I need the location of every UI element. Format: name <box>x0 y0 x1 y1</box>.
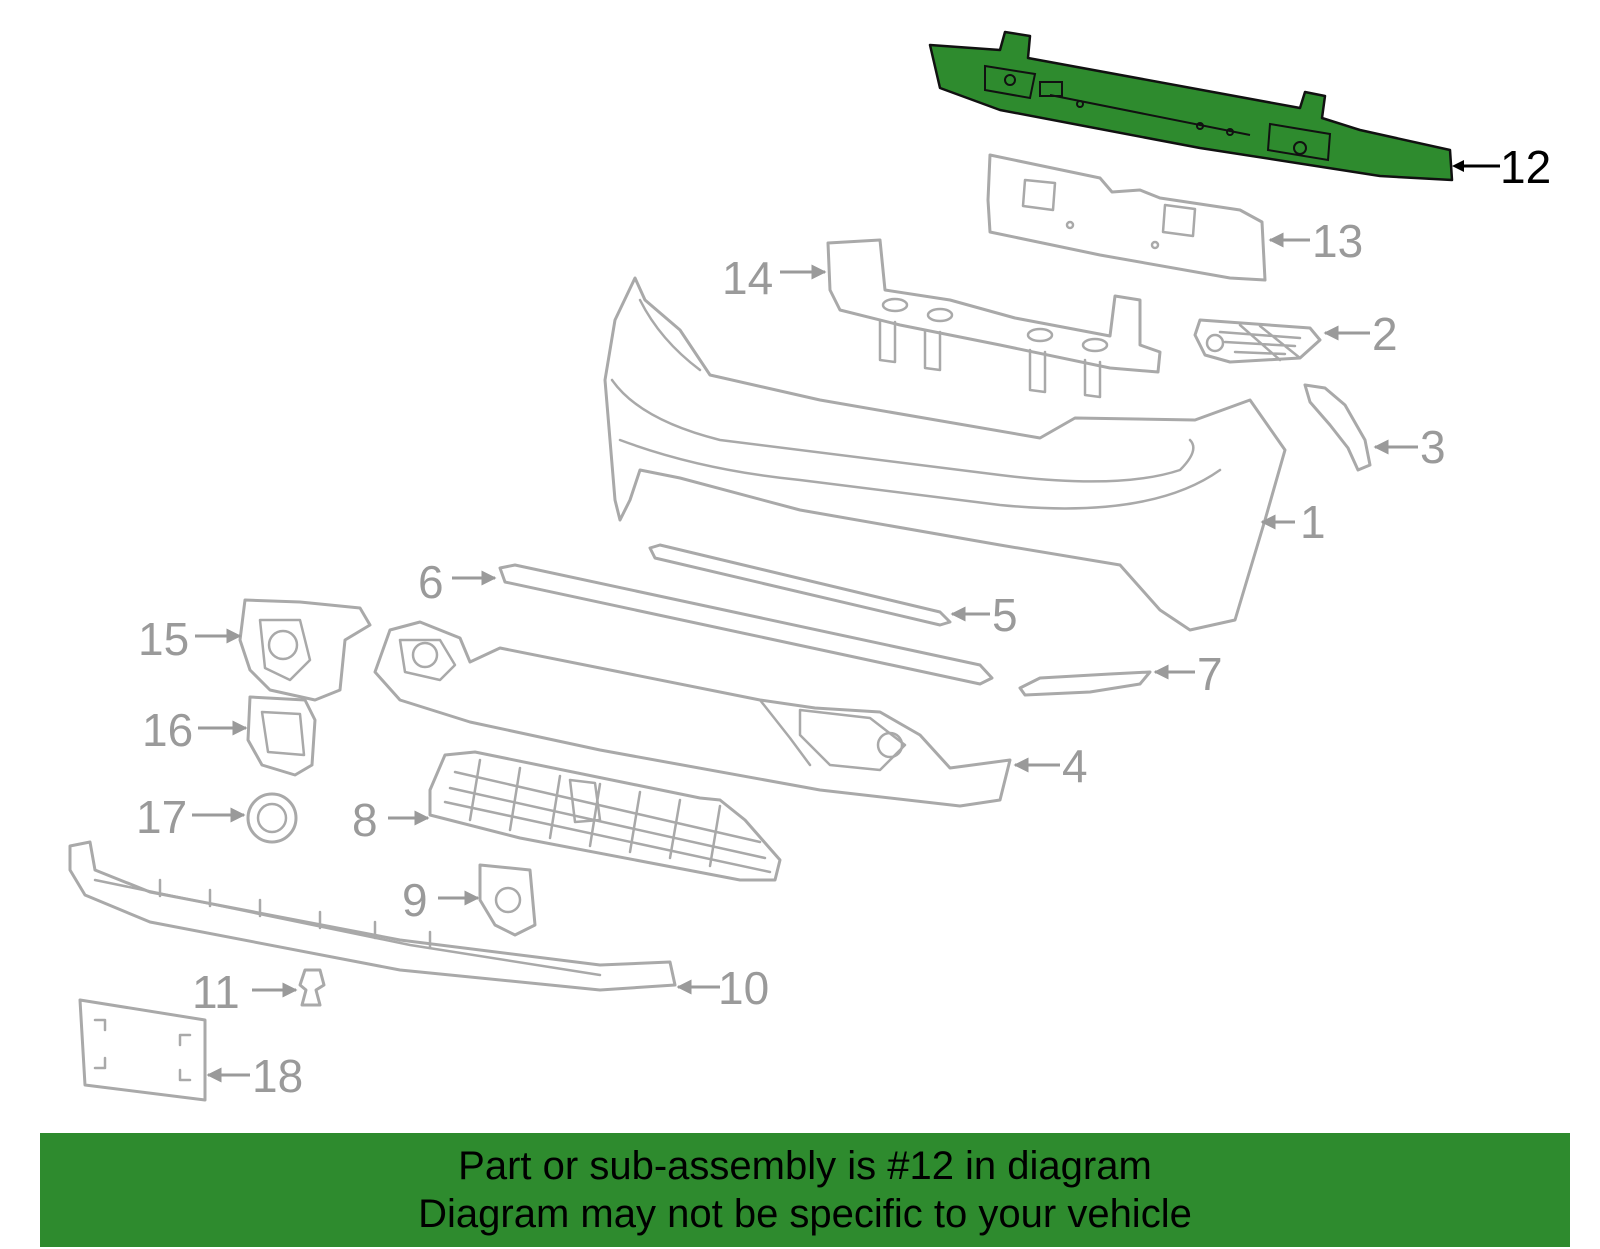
callout-10[interactable]: 10 <box>676 962 769 1014</box>
callout-label-12: 12 <box>1500 141 1551 193</box>
callout-9[interactable]: 9 <box>402 874 480 926</box>
callout-13[interactable]: 13 <box>1268 215 1363 267</box>
parts-diagram: 1 2 3 4 5 6 7 8 9 10 11 12 <box>68 30 1551 1102</box>
part-5-molding-strip[interactable] <box>648 543 952 627</box>
callout-label-2: 2 <box>1372 308 1398 360</box>
callout-4[interactable]: 4 <box>1013 740 1088 792</box>
part-12-reinforcement-bar[interactable] <box>928 30 1454 182</box>
part-9-small-bezel[interactable] <box>478 863 537 937</box>
callout-label-7: 7 <box>1197 648 1223 700</box>
part-17-lamp-ring[interactable] <box>246 792 298 844</box>
part-3-side-bracket[interactable] <box>1303 383 1372 472</box>
part-11-clip[interactable] <box>298 968 326 1007</box>
callout-label-9: 9 <box>402 874 428 926</box>
callout-14[interactable]: 14 <box>722 252 827 304</box>
info-banner: Part or sub-assembly is #12 in diagram D… <box>40 1133 1570 1247</box>
callout-label-17: 17 <box>136 791 187 843</box>
banner-line-disclaimer: Diagram may not be specific to your vehi… <box>418 1192 1192 1236</box>
part-14-bumper-support[interactable] <box>826 238 1162 399</box>
callout-7[interactable]: 7 <box>1153 648 1223 700</box>
callout-label-13: 13 <box>1312 215 1363 267</box>
callout-label-3: 3 <box>1420 421 1446 473</box>
part-4-lower-fascia[interactable] <box>373 620 1012 808</box>
callout-label-8: 8 <box>352 794 378 846</box>
part-2-grille-insert[interactable] <box>1193 318 1322 364</box>
part-7-trim-piece[interactable] <box>1018 670 1152 697</box>
callout-3[interactable]: 3 <box>1373 421 1446 473</box>
part-8-lower-grille[interactable] <box>428 750 782 882</box>
callout-label-11: 11 <box>192 966 240 1018</box>
part-6-upper-trim[interactable] <box>498 563 994 686</box>
callout-2[interactable]: 2 <box>1323 308 1398 360</box>
part-16-bezel-ring[interactable] <box>246 695 317 777</box>
callout-5[interactable]: 5 <box>950 589 1018 641</box>
callout-label-6: 6 <box>418 556 444 608</box>
part-1-bumper-cover[interactable] <box>603 276 1287 632</box>
banner-line-part: Part or sub-assembly is #12 in diagram <box>458 1144 1152 1188</box>
callout-17[interactable]: 17 <box>136 791 246 843</box>
callout-label-18: 18 <box>252 1050 303 1102</box>
part-15-fog-bezel[interactable] <box>238 598 372 702</box>
callout-label-15: 15 <box>138 613 189 665</box>
callout-12[interactable]: 12 <box>1452 141 1551 193</box>
callout-11[interactable]: 11 <box>192 966 298 1018</box>
callout-8[interactable]: 8 <box>352 794 430 846</box>
callout-16[interactable]: 16 <box>142 704 248 756</box>
part-13-energy-absorber[interactable] <box>986 153 1267 282</box>
callout-label-14: 14 <box>722 252 773 304</box>
callout-6[interactable]: 6 <box>418 556 497 608</box>
callout-15[interactable]: 15 <box>138 613 242 665</box>
callout-label-1: 1 <box>1300 496 1326 548</box>
callout-1[interactable]: 1 <box>1260 496 1326 548</box>
callout-label-4: 4 <box>1062 740 1088 792</box>
callout-label-5: 5 <box>992 589 1018 641</box>
part-18-license-bracket[interactable] <box>78 998 207 1102</box>
callout-label-16: 16 <box>142 704 193 756</box>
part-10-lower-valance[interactable] <box>68 840 677 992</box>
callout-18[interactable]: 18 <box>206 1050 303 1102</box>
callout-label-10: 10 <box>718 962 769 1014</box>
